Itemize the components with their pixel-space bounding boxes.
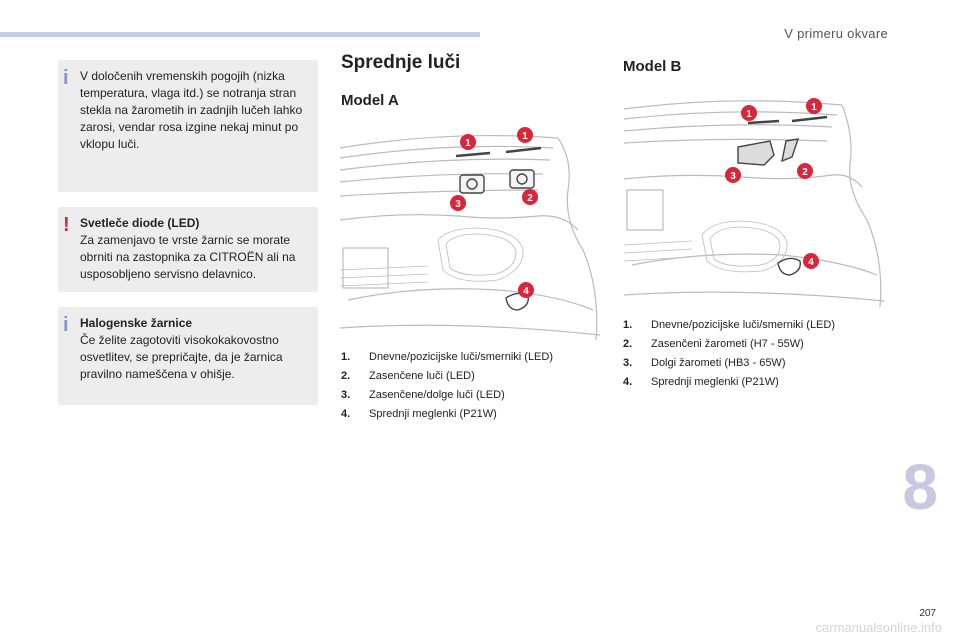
model-b-badges: 1 1 2 3 4: [725, 98, 822, 269]
badge-3: 3: [450, 195, 466, 211]
badge-4: 4: [803, 253, 819, 269]
legend-item: 4.Sprednji meglenki (P21W): [623, 376, 779, 388]
info-box-text: Če želite zagotoviti visokokakovostno os…: [80, 333, 283, 381]
warning-box-led: ! Svetleče diode (LED) Za zamenjavo te v…: [58, 207, 318, 292]
section-title: V primeru okvare: [784, 26, 888, 41]
badge-1: 1: [460, 134, 476, 150]
model-b-car-front-illustration: [623, 100, 885, 308]
info-icon: i: [63, 314, 69, 336]
legend-item: 1.Dnevne/pozicijske luči/smerniki (LED): [623, 319, 836, 331]
warning-box-text: Za zamenjavo te vrste žarnic se morate o…: [80, 233, 296, 281]
svg-text:1: 1: [746, 109, 752, 120]
svg-text:2: 2: [802, 167, 808, 178]
badge-1: 1: [806, 98, 822, 114]
header-accent-bar: [0, 32, 480, 37]
legend-item: 4.Sprednji meglenki (P21W): [341, 408, 497, 420]
model-b-title: Model B: [623, 58, 682, 75]
model-a-car-front-illustration: [339, 134, 601, 341]
watermark: carmanualsonline.info: [815, 620, 942, 635]
svg-text:1: 1: [522, 131, 528, 142]
chapter-number: 8: [902, 451, 938, 523]
legend-item: 3.Dolgi žarometi (HB3 - 65W): [623, 357, 786, 369]
model-a-legend: 1.Dnevne/pozicijske luči/smerniki (LED) …: [341, 348, 611, 424]
legend-item: 2.Zasenčene luči (LED): [341, 370, 475, 382]
badge-2: 2: [797, 163, 813, 179]
badge-2: 2: [522, 189, 538, 205]
legend-item: 3.Zasenčene/dolge luči (LED): [341, 389, 505, 401]
badge-1: 1: [741, 105, 757, 121]
info-box-fogging: i V določenih vremenskih pogojih (nizka …: [58, 60, 318, 192]
legend-item: 1.Dnevne/pozicijske luči/smerniki (LED): [341, 351, 554, 363]
main-title: Sprednje luči: [341, 52, 461, 73]
info-icon: i: [63, 67, 69, 89]
info-box-text: V določenih vremenskih pogojih (nizka te…: [80, 69, 303, 151]
legend-item: 2.Zasenčeni žarometi (H7 - 55W): [623, 338, 804, 350]
model-a-badges: 1 1 2 3 4: [450, 127, 538, 298]
model-a-title: Model A: [341, 92, 399, 109]
svg-text:4: 4: [523, 286, 529, 297]
warning-icon: !: [63, 214, 70, 236]
info-box-halogen: i Halogenske žarnice Če želite zagotovit…: [58, 307, 318, 405]
svg-text:4: 4: [808, 257, 814, 268]
page-number: 207: [919, 608, 936, 619]
info-box-title: Halogenske žarnice: [80, 316, 193, 330]
badge-3: 3: [725, 167, 741, 183]
badge-4: 4: [518, 282, 534, 298]
badge-1: 1: [517, 127, 533, 143]
warning-box-title: Svetleče diode (LED): [80, 216, 200, 230]
model-b-legend: 1.Dnevne/pozicijske luči/smerniki (LED) …: [623, 316, 893, 392]
svg-text:2: 2: [527, 193, 533, 204]
svg-text:3: 3: [730, 171, 736, 182]
svg-text:1: 1: [465, 138, 471, 149]
svg-text:3: 3: [455, 199, 461, 210]
svg-text:1: 1: [811, 102, 817, 113]
